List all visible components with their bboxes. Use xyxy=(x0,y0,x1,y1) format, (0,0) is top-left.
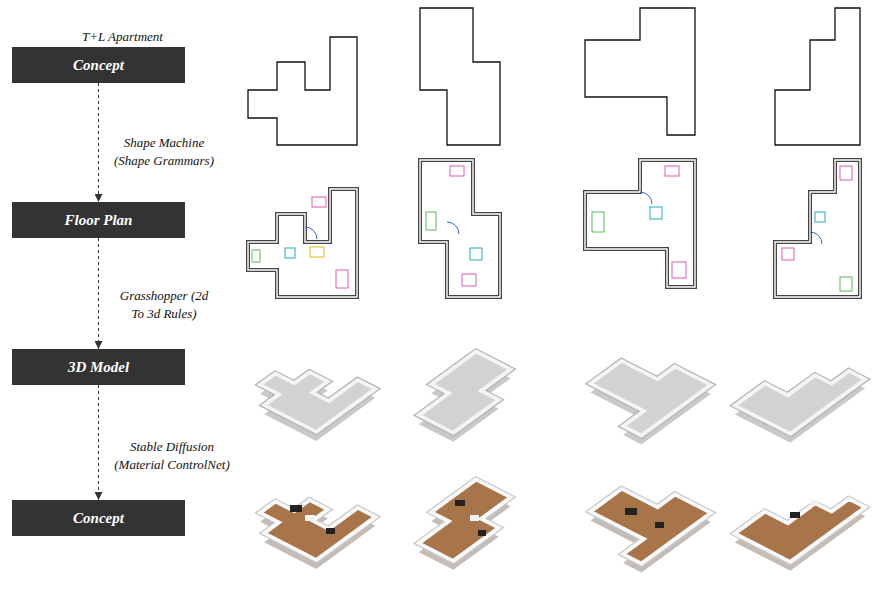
process-box: Floor Plan xyxy=(12,202,185,238)
process-box: Concept xyxy=(12,500,185,536)
box-label: Concept xyxy=(73,56,124,74)
rendered-concepts xyxy=(245,476,865,572)
box-label: Floor Plan xyxy=(65,211,133,229)
concept-outlines xyxy=(248,8,860,145)
box-label: 3D Model xyxy=(68,358,129,376)
grey-3d-models xyxy=(245,348,865,444)
step-label: Stable Diffusion (Material ControlNet) xyxy=(107,438,237,473)
step-label: Grasshopper (2d To 3d Rules) xyxy=(114,287,214,322)
step-label: Shape Machine (Shape Grammars) xyxy=(112,134,217,169)
diagram-title: T+L Apartment xyxy=(60,28,185,46)
box-label: Concept xyxy=(73,509,124,527)
dashed-arrow xyxy=(98,385,99,500)
dashed-arrow xyxy=(98,83,99,202)
process-box: Concept xyxy=(12,47,185,83)
dashed-arrow xyxy=(98,238,99,349)
floor-plans xyxy=(248,160,860,297)
process-box: 3D Model xyxy=(12,349,185,385)
